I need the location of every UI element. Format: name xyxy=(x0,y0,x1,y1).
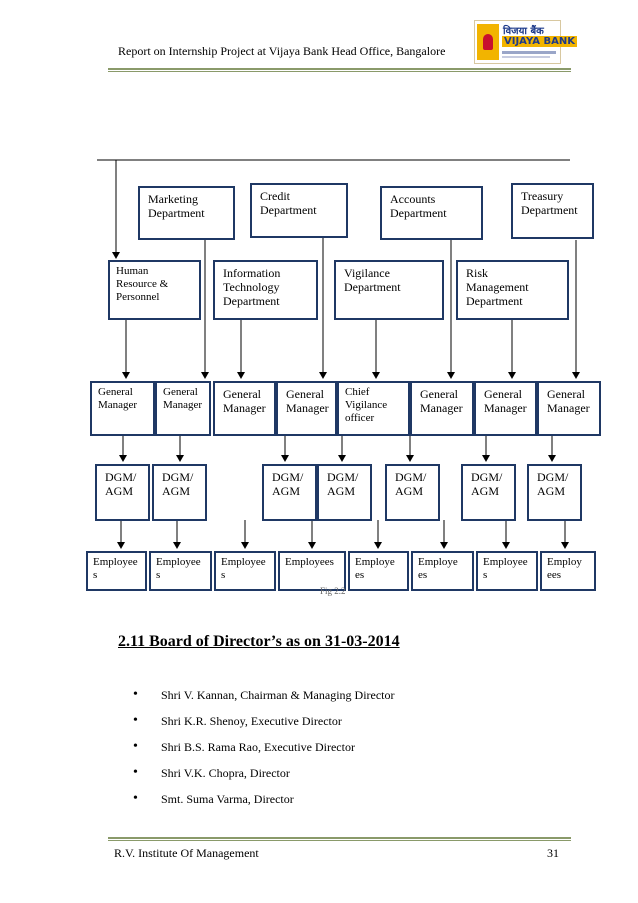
employees-box: Employee s xyxy=(149,551,212,591)
general-manager-box: General Manager xyxy=(276,381,337,436)
employees-box: Employee s xyxy=(476,551,538,591)
vijaya-bank-logo: विजया बैंक VIJAYA BANK xyxy=(474,20,577,64)
dept-information-technology: Information Technology Department xyxy=(213,260,318,320)
general-manager-box: General Manager xyxy=(90,381,155,436)
page-header-title: Report on Internship Project at Vijaya B… xyxy=(118,44,446,58)
header-divider xyxy=(108,68,571,70)
page-number: 31 xyxy=(547,846,559,860)
general-manager-box: General Manager xyxy=(410,381,474,436)
dept-human-resource: Human Resource & Personnel xyxy=(108,260,201,320)
employees-box: Employee s xyxy=(214,551,276,591)
dgm-agm-box: DGM/ AGM xyxy=(317,464,372,521)
dept-marketing: Marketing Department xyxy=(138,186,235,240)
dept-credit: Credit Department xyxy=(250,183,348,238)
footer-divider xyxy=(108,837,571,839)
general-manager-box: General Manager xyxy=(155,381,211,436)
dgm-agm-box: DGM/ AGM xyxy=(385,464,440,521)
logo-english-text: VIJAYA BANK xyxy=(502,36,577,47)
dgm-agm-box: DGM/ AGM xyxy=(461,464,516,521)
employees-box: Employees xyxy=(278,551,346,591)
list-item: Shri B.S. Rama Rao, Executive Director xyxy=(133,734,395,760)
general-manager-box: General Manager xyxy=(213,381,276,436)
employees-box: Employe es xyxy=(348,551,409,591)
section-heading: 2.11 Board of Director’s as on 31-03-201… xyxy=(118,633,400,650)
dept-risk-management: Risk Management Department xyxy=(456,260,569,320)
dept-vigilance: Vigilance Department xyxy=(334,260,444,320)
employees-box: Employee s xyxy=(86,551,147,591)
dgm-agm-box: DGM/ AGM xyxy=(152,464,207,521)
figure-caption: Fig 2.2 xyxy=(320,586,346,596)
list-item: Shri V.K. Chopra, Director xyxy=(133,760,395,786)
list-item: Smt. Suma Varma, Director xyxy=(133,786,395,812)
employees-box: Employe es xyxy=(411,551,474,591)
general-manager-box: General Manager xyxy=(474,381,537,436)
chief-vigilance-officer-box: Chief Vigilance officer xyxy=(337,381,410,436)
employees-box: Employ ees xyxy=(540,551,596,591)
dept-accounts: Accounts Department xyxy=(380,186,483,240)
dept-treasury: Treasury Department xyxy=(511,183,594,239)
list-item: Shri V. Kannan, Chairman & Managing Dire… xyxy=(133,682,395,708)
dgm-agm-box: DGM/ AGM xyxy=(262,464,317,521)
logo-hindi-text: विजया बैंक xyxy=(503,26,544,37)
directors-list: Shri V. Kannan, Chairman & Managing Dire… xyxy=(133,682,395,812)
footer-institute: R.V. Institute Of Management xyxy=(114,846,259,860)
dgm-agm-box: DGM/ AGM xyxy=(527,464,582,521)
list-item: Shri K.R. Shenoy, Executive Director xyxy=(133,708,395,734)
dgm-agm-box: DGM/ AGM xyxy=(95,464,150,521)
logo-emblem xyxy=(477,24,499,60)
general-manager-box: General Manager xyxy=(537,381,601,436)
org-chart-connectors xyxy=(97,159,580,549)
